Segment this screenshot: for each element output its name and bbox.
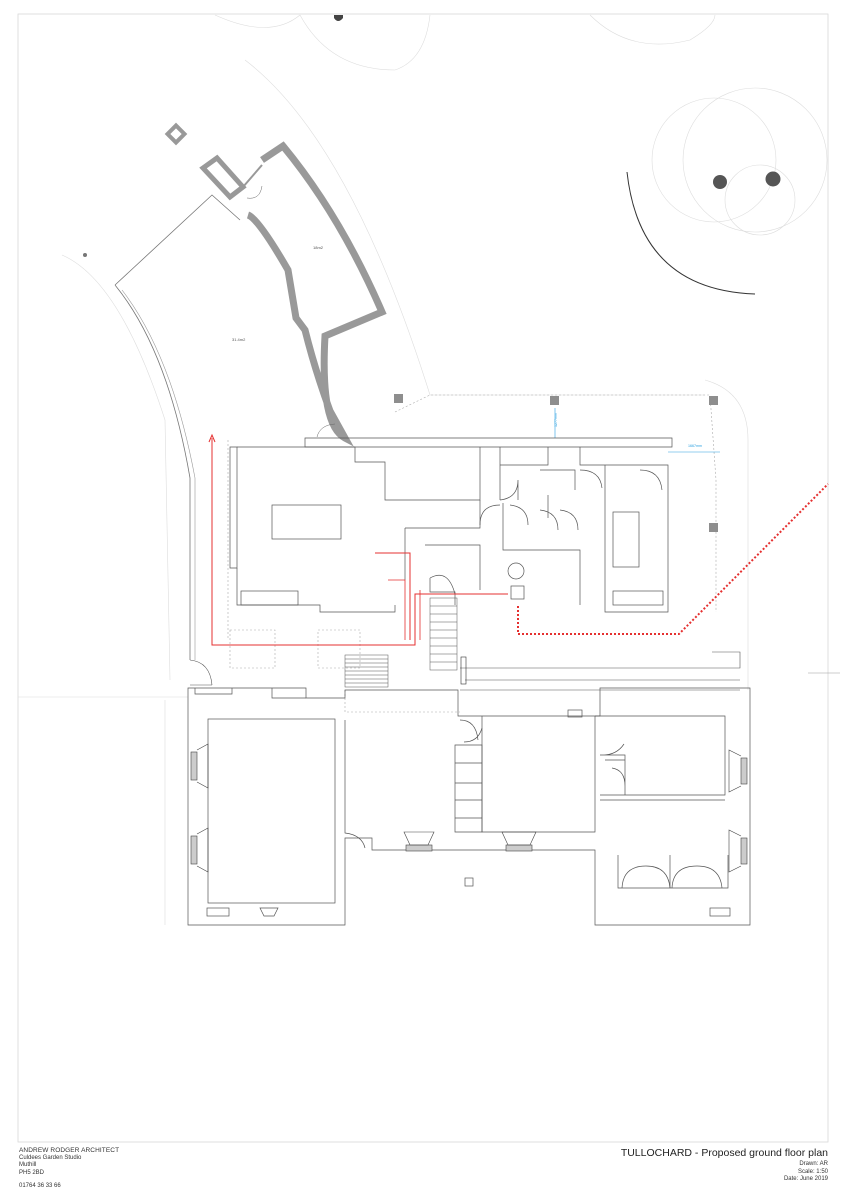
tree-trunk bbox=[765, 171, 781, 187]
firm-phone: 01764 36 33 66 bbox=[19, 1183, 61, 1190]
bay-window bbox=[190, 827, 209, 873]
drain-pipe-dotted bbox=[517, 483, 829, 635]
window-bays bbox=[190, 743, 748, 873]
tree-canopy-arc bbox=[626, 171, 756, 295]
hearth bbox=[709, 907, 731, 917]
bay-window bbox=[728, 829, 748, 873]
kitchen-unit bbox=[240, 590, 299, 606]
drainage-runs bbox=[208, 433, 829, 646]
staircase bbox=[344, 597, 458, 688]
round-fixture bbox=[507, 562, 525, 580]
boundary-dotted bbox=[227, 394, 717, 713]
column bbox=[709, 523, 718, 532]
drawing-room bbox=[207, 718, 336, 904]
hall-partition bbox=[454, 744, 483, 833]
drawing-date: Date: June 2019 bbox=[783, 1176, 828, 1183]
terrace-glazing bbox=[121, 289, 196, 660]
title-block: TULLOCHARD - Proposed ground floor plan … bbox=[621, 1147, 828, 1184]
column bbox=[550, 396, 559, 405]
drain-arrow bbox=[208, 433, 216, 443]
column-piers bbox=[394, 394, 718, 532]
existing-house bbox=[187, 687, 751, 926]
firm-name: ANDREW RODGER ARCHITECT bbox=[19, 1147, 120, 1154]
hearth bbox=[259, 907, 279, 917]
bay-window bbox=[728, 749, 748, 793]
terrace-outline bbox=[114, 194, 241, 660]
survey-point bbox=[83, 253, 87, 257]
sheet-border bbox=[17, 13, 829, 1143]
kitchen-island bbox=[271, 504, 342, 540]
drawing-scale: Scale: 1:50 bbox=[797, 1168, 828, 1175]
door-swing bbox=[509, 504, 529, 526]
door-swing bbox=[539, 509, 559, 531]
bay-window bbox=[501, 831, 537, 852]
room-area-label: 18m2 bbox=[313, 245, 324, 250]
drawing-title: TULLOCHARD - Proposed ground floor plan bbox=[620, 1147, 828, 1159]
top-marker bbox=[334, 15, 343, 21]
door-swing bbox=[429, 574, 456, 595]
drain-pipe bbox=[388, 579, 421, 640]
door-swing bbox=[479, 504, 501, 526]
living-room bbox=[229, 446, 238, 569]
drawn-by: Drawn: AR bbox=[799, 1161, 828, 1167]
bay-window bbox=[403, 831, 435, 852]
drain-pipe bbox=[211, 438, 508, 646]
firm-town: Muthill bbox=[19, 1162, 37, 1169]
drain-pipe bbox=[375, 552, 411, 640]
door-swing bbox=[639, 469, 663, 491]
firm-postcode: PH5 2BD bbox=[19, 1169, 45, 1176]
dimension-label: 1277mm bbox=[554, 413, 558, 427]
pier-diamond bbox=[164, 122, 188, 146]
site-guides bbox=[18, 14, 840, 925]
entrance-door bbox=[189, 659, 213, 686]
outer-wall bbox=[304, 437, 673, 448]
entry-door-arc bbox=[316, 423, 336, 438]
house-outline bbox=[187, 687, 751, 926]
cabinet bbox=[612, 590, 664, 606]
room-area-label: 31.4m2 bbox=[232, 337, 246, 342]
fixture bbox=[510, 585, 525, 600]
door-swing bbox=[579, 469, 603, 489]
door-swing bbox=[499, 479, 519, 501]
door-swing bbox=[559, 509, 579, 531]
proposed-block bbox=[229, 437, 673, 613]
dimension-label: 1667mm bbox=[688, 444, 702, 448]
garden-room-wall bbox=[246, 141, 387, 447]
architect-details: ANDREW RODGER ARCHITECT Culdees Garden S… bbox=[19, 1147, 119, 1191]
bay-window bbox=[190, 743, 209, 789]
tree-trunk bbox=[713, 175, 727, 189]
trees bbox=[83, 15, 781, 295]
dimensions: 1277mm 1667mm bbox=[554, 408, 720, 453]
column bbox=[394, 394, 403, 403]
garden-room-extension: 18m2 31.4m2 bbox=[114, 141, 387, 660]
store-block bbox=[199, 154, 247, 201]
link-corridor bbox=[460, 651, 741, 691]
column bbox=[709, 396, 718, 405]
plinth bbox=[567, 709, 583, 718]
bed-or-bath bbox=[612, 511, 640, 568]
garden-room-door bbox=[246, 185, 263, 199]
firm-address: Culdees Garden Studio bbox=[19, 1154, 82, 1161]
plinth bbox=[464, 877, 474, 887]
hearth bbox=[206, 907, 230, 917]
